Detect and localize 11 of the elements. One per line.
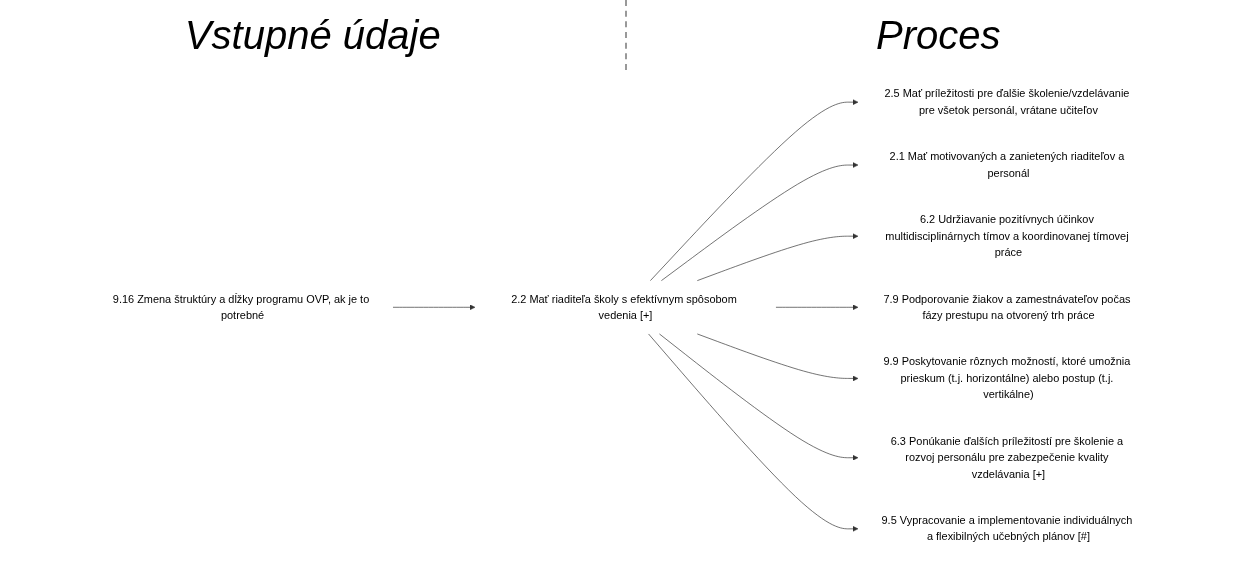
node-text: 9.5 Vypracovanie a implementovanie individuálnych a flexibilných učebných plánov [#] [881,514,1133,543]
node-text: 7.9 Podporovanie žiakov a zamestnávateľov počas fázy prestupu na otvorený trh práce [883,292,1131,321]
node-text: 2.1 Mať motivovaných a zanietených riaditeľov a personál [889,150,1125,179]
node-text: 6.3 Ponúkanie ďalších príležitostí pre školenie a rozvoj personálu pre zabezpečenie kvality vzdelávania [+] [890,435,1124,480]
column-heading: Proces [876,12,1001,58]
node-text: 9.16 Zmena štruktúry a dĺžky programu OVP, ak je to potrebné [112,292,370,321]
node-text: 2.2 Mať riaditeľa školy s efektívnym spôsobom vedenia [+] [511,292,737,321]
node-text: 9.9 Poskytovanie rôznych možností, ktoré umožnia prieskum (t.j. horizontálne) alebo postup (t.j. vertikálne) [883,355,1131,401]
node-text: 6.2 Udržiavanie pozitívnych účinkov multidisciplinárnych tímov a koordinovanej tímovej práce [885,213,1129,259]
node-text: 2.5 Mať príležitosti pre ďalšie školenie/vzdelávanie pre všetok personál, vrátane učiteľov [884,87,1130,116]
column-heading: Vstupné údaje [184,12,441,58]
